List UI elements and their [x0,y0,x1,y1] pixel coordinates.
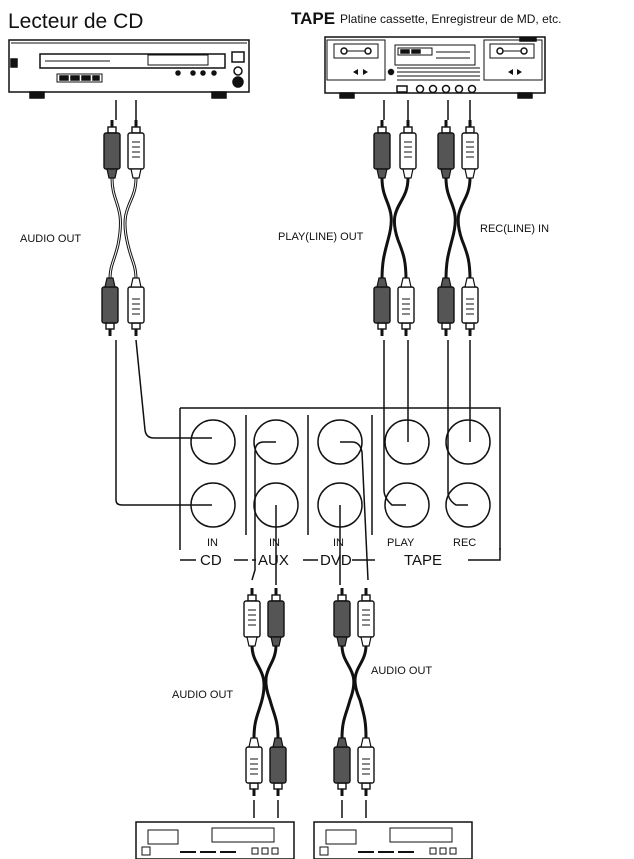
jack-label-rec: REC [453,537,476,549]
tape-play-out-label: PLAY(LINE) OUT [278,231,364,243]
cd-player-device [8,39,250,99]
aux-plug-bottom-right [270,738,286,796]
tape-play-plug-bottom-right [398,278,414,336]
tape-play-plug-top-left [373,119,391,179]
device-leads-bottom [253,800,367,818]
tape-play-plug-bottom-left [374,278,390,336]
tape-rec-plug-top-right [461,119,479,179]
tape-rec-in-label: REC(LINE) IN [480,223,549,235]
dvd-audio-out-label: AUDIO OUT [371,665,432,677]
jack-label-cd-in: IN [207,537,218,549]
cd-audio-out-label: AUDIO OUT [20,233,81,245]
tape-play-plug-top-right [399,119,417,179]
wires-bottom [251,441,369,585]
dvd-cable [340,644,368,739]
jack-label-play: PLAY [387,537,415,549]
receiver-panel [179,407,501,561]
tape-cables [380,100,472,281]
cd-plug-top-right [127,119,145,179]
wires-top [115,339,471,506]
cd-plug-bottom-left [102,278,118,336]
cd-plug-bottom-right [128,278,144,336]
cd-player-title: Lecteur de CD [8,10,143,33]
tape-rec-plug-bottom-left [438,278,454,336]
dvd-plug-top-left [333,587,351,647]
dvd-plug-top-right [357,587,375,647]
bottom-left-device [135,821,295,859]
tape-deck-subtitle: Platine cassette, Enregistreur de MD, et… [340,12,561,26]
aux-plug-top-right [267,587,285,647]
jack-label-aux-in: IN [269,537,280,549]
aux-audio-out-label: AUDIO OUT [172,689,233,701]
aux-plug-bottom-left [246,738,262,796]
group-label-dvd: DVD [320,552,352,569]
tape-rec-plug-top-left [437,119,455,179]
bottom-right-device [313,821,473,859]
cd-cable [108,100,138,281]
aux-cable [250,644,280,739]
dvd-plug-bottom-right [358,738,374,796]
tape-deck-title: TAPE [291,9,335,28]
group-label-cd: CD [200,552,222,569]
jack-label-dvd-in: IN [333,537,344,549]
group-label-aux: AUX [258,552,289,569]
cd-plug-top-left [103,119,121,179]
dvd-plug-bottom-left [334,738,350,796]
group-label-tape: TAPE [404,552,442,569]
tape-deck-device [324,36,546,99]
aux-plug-top-left [243,587,261,647]
tape-rec-plug-bottom-right [462,278,478,336]
